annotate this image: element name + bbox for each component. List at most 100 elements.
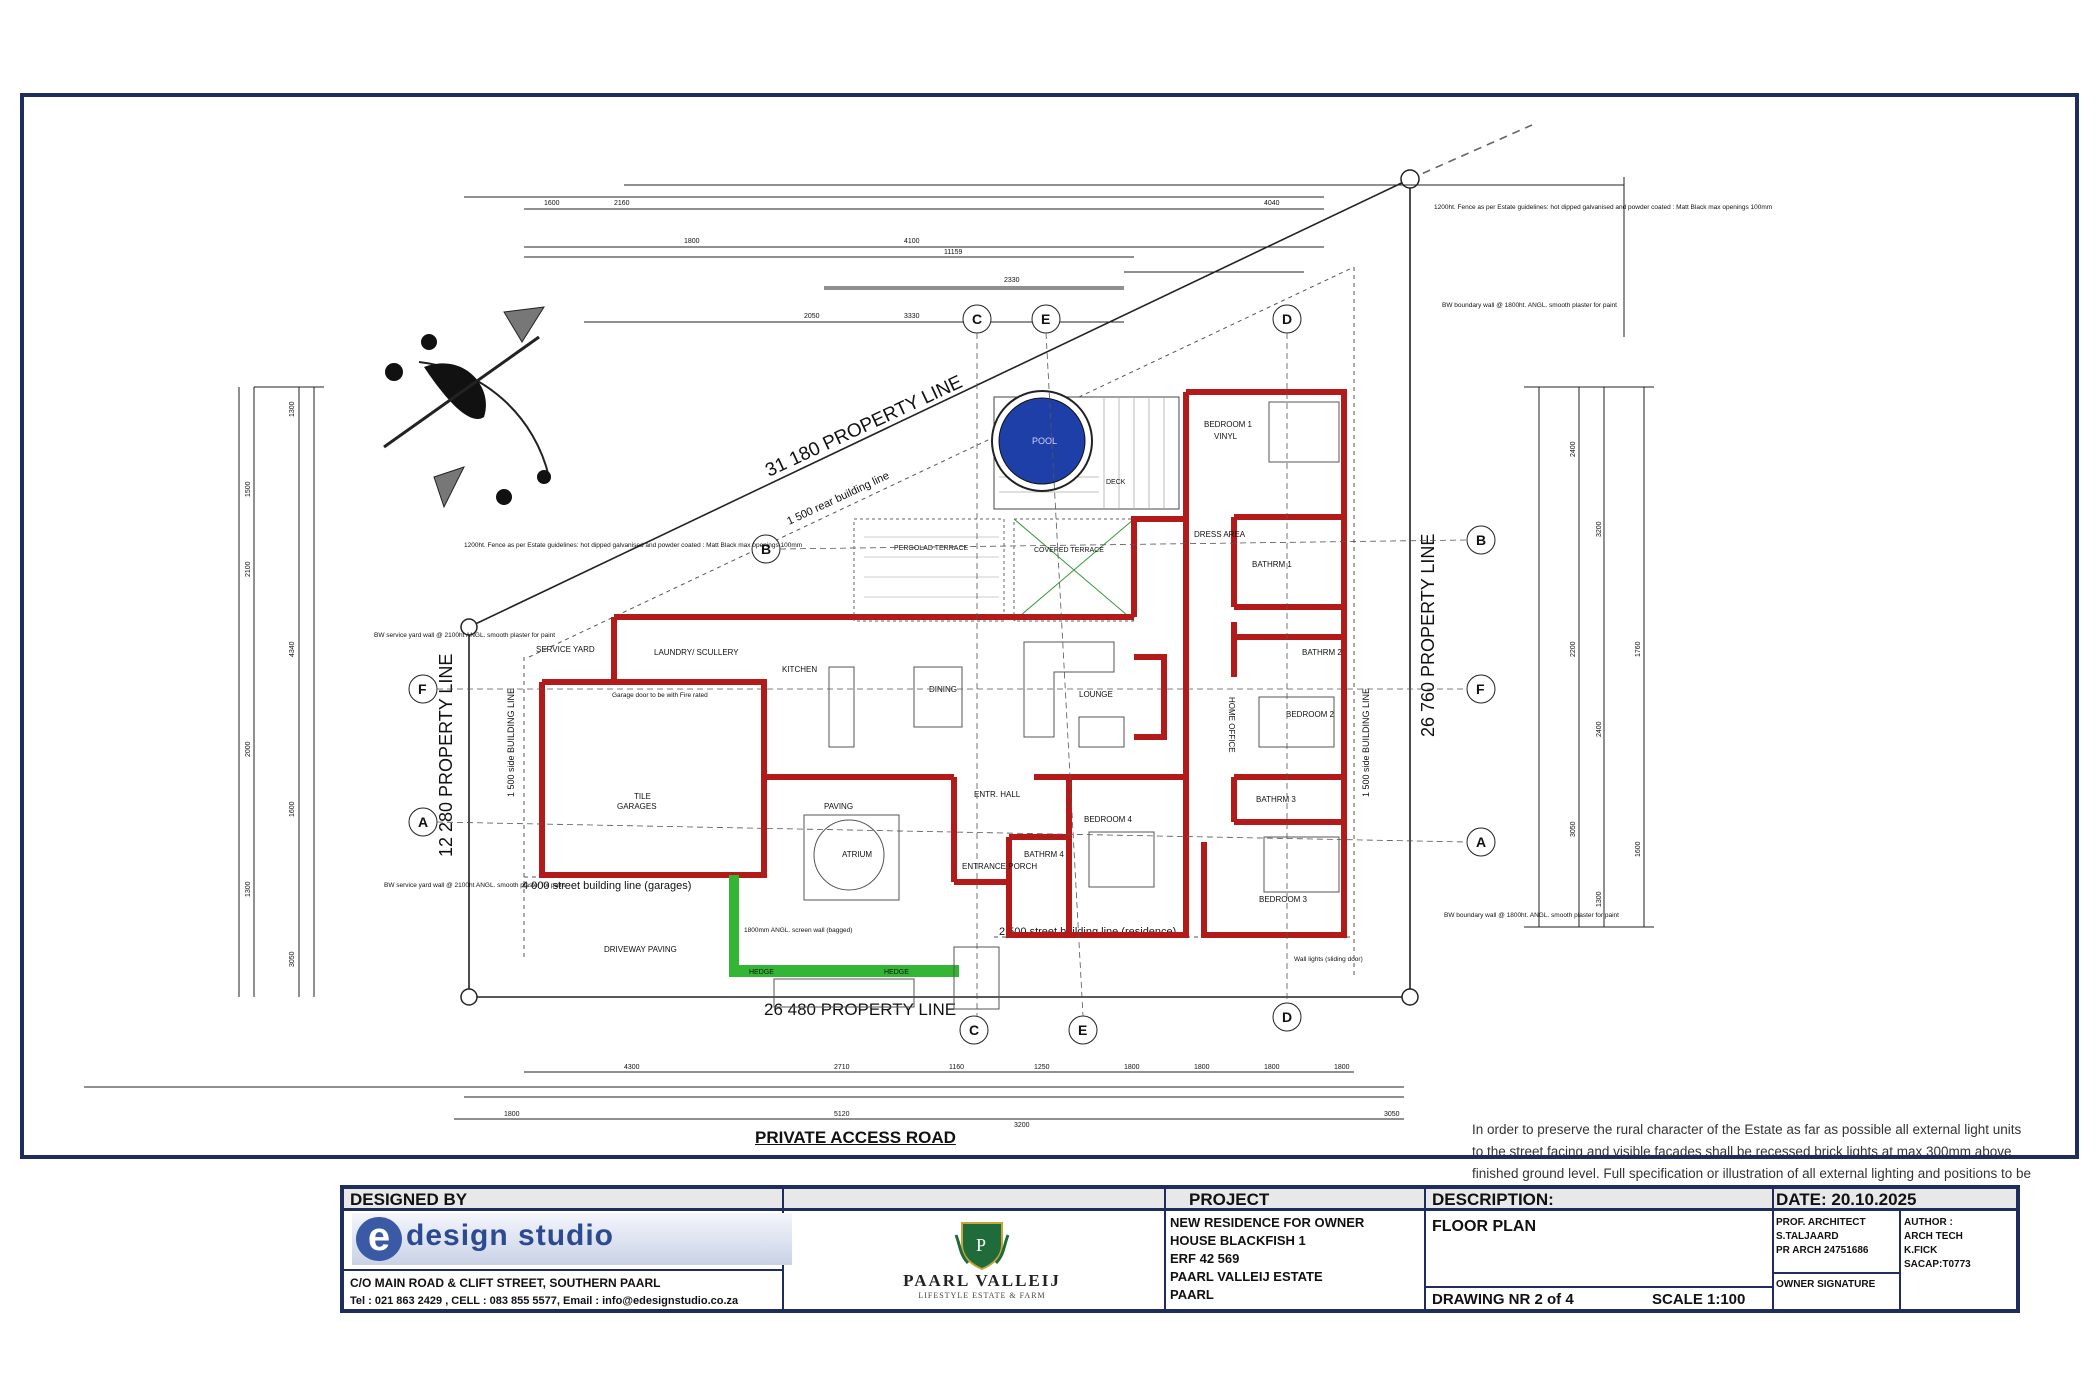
- designed-by-label: DESIGNED BY: [350, 1190, 468, 1209]
- sun-path-diagram: [383, 306, 551, 509]
- private-access-road-label: PRIVATE ACCESS ROAD: [755, 1128, 956, 1147]
- svg-text:P: P: [976, 1235, 986, 1255]
- estate-logo-sub: LIFESTYLE ESTATE & FARM: [918, 1291, 1046, 1300]
- dim-right-6: 1600: [1635, 841, 1642, 857]
- date-label: DATE: 20.10.2025: [1776, 1190, 1917, 1209]
- designer-contact: Tel : 021 863 2429 , CELL : 083 855 5577…: [350, 1295, 739, 1307]
- dim-bot-4: 1160: [949, 1064, 964, 1071]
- home-office-label: HOME OFFICE: [1227, 697, 1236, 753]
- dim-bot-9: 1800: [1334, 1064, 1350, 1071]
- dim-bot-2: 5120: [834, 1111, 850, 1118]
- grid-marker-e-top: E: [1041, 311, 1050, 327]
- bedroom3-label: BEDROOM 3: [1259, 895, 1308, 904]
- side-building-line-left: 1 500 side BUILDING LINE: [506, 688, 516, 797]
- dim-left-2: 2100: [245, 561, 252, 577]
- dim-right-3: 2200: [1570, 641, 1577, 657]
- walls: [539, 389, 1347, 938]
- dimensions-top: 1600 2160 1800 4100 11159 2330 3330 2050…: [544, 200, 1280, 320]
- designer-address: C/O MAIN ROAD & CLIFT STREET, SOUTHERN P…: [350, 1276, 661, 1290]
- dress-label: DRESS AREA: [1194, 530, 1246, 539]
- hedge-label-1: HEDGE: [749, 969, 774, 976]
- project-line-3: ERF 42 569: [1170, 1251, 1240, 1266]
- dim-left-0: 1300: [289, 401, 296, 417]
- dimensions-left: 1300 1500 2100 4340 2000 1600 1300 3050: [245, 401, 296, 967]
- dim-left-7: 3050: [289, 951, 296, 967]
- designer-logo-bar: [352, 1213, 792, 1265]
- bedroom1-finish: VINYL: [1214, 432, 1238, 441]
- prof-architect-name: S.TALJAARD: [1776, 1231, 1839, 1242]
- dim-bot-11: 3050: [1384, 1111, 1400, 1118]
- garages-finish: TILE: [634, 792, 651, 801]
- service-yard-label: SERVICE YARD: [536, 645, 595, 654]
- paving-label: PAVING: [824, 802, 853, 811]
- note-right-boundary-2: BW boundary wall @ 1800ht. ANGL. smooth …: [1444, 912, 1619, 919]
- note-right-boundary: BW boundary wall @ 1800ht. ANGL. smooth …: [1442, 302, 1617, 309]
- title-block-header: [344, 1189, 2016, 1211]
- property-line-left: 12 280 PROPERTY LINE: [436, 654, 456, 857]
- entr-hall-label: ENTR. HALL: [974, 790, 1021, 799]
- dim-left-5: 1600: [289, 801, 296, 817]
- author-role: ARCH TECH: [1904, 1231, 1963, 1242]
- owner-signature-label: OWNER SIGNATURE: [1776, 1279, 1876, 1290]
- designer-logo-icon: e: [356, 1217, 402, 1261]
- bathroom4-label: BATHRM 4: [1024, 850, 1064, 859]
- dim-top-5: 2330: [1004, 277, 1020, 284]
- dim-top-4: 11159: [944, 249, 963, 256]
- note-top-fence: 1200ht. Fence as per Estate guidelines: …: [1434, 204, 1772, 211]
- dimensions-bottom: 1800 4300 5120 2710 1160 1250 1800 1800 …: [504, 1064, 1400, 1129]
- dim-bot-7: 1800: [1194, 1064, 1210, 1071]
- drawing-number: DRAWING NR 2 of 4: [1432, 1291, 1574, 1308]
- hedge-label-2: HEDGE: [884, 969, 909, 976]
- dimensions-right: 2400 3200 1760 2200 2400 3050 1600 1300: [1570, 441, 1642, 907]
- atrium-label: ATRIUM: [842, 850, 872, 859]
- bedroom1-label: BEDROOM 1: [1204, 420, 1253, 429]
- dim-top-3: 4100: [904, 238, 920, 245]
- grid-marker-b-left: B: [761, 541, 771, 557]
- author-label: AUTHOR :: [1904, 1217, 1953, 1228]
- dim-top-6: 3330: [904, 313, 920, 320]
- dim-top-7: 2050: [804, 313, 820, 320]
- entrance-porch-label: ENTRANCE PORCH: [962, 862, 1037, 871]
- note-left-fence: 1200ht. Fence as per Estate guidelines: …: [464, 542, 802, 549]
- property-line-right: 26 760 PROPERTY LINE: [1418, 534, 1438, 737]
- author-name: K.FICK: [1904, 1245, 1938, 1256]
- estate-logo: P PAARL VALLEIJ LIFESTYLE ESTATE & FARM: [884, 1211, 1080, 1311]
- floor-plan-drawing: 31 180 PROPERTY LINE 12 280 PROPERTY LIN…: [84, 124, 1772, 1129]
- kitchen-label: KITCHEN: [782, 665, 817, 674]
- bathroom3-label: BATHRM 3: [1256, 795, 1296, 804]
- property-line-bottom: 26 480 PROPERTY LINE: [764, 1000, 956, 1019]
- dim-bot-5: 1250: [1034, 1064, 1050, 1071]
- street-building-line-garage: 4 000 street building line (garages): [522, 880, 691, 892]
- dim-left-3: 4340: [289, 641, 296, 657]
- dim-left-6: 1300: [245, 881, 252, 897]
- pergolad-terrace-label: PERGOLAD TERRACE: [894, 545, 968, 552]
- author-reg: SACAP:T0773: [1904, 1259, 1971, 1270]
- title-block: DESIGNED BY PROJECT DESCRIPTION: DATE: 2…: [340, 1185, 2020, 1313]
- drawing-scale: SCALE 1:100: [1652, 1291, 1746, 1308]
- grid-marker-f-left: F: [418, 681, 427, 697]
- prof-architect-title: PROF. ARCHITECT: [1776, 1217, 1866, 1228]
- grid-markers: [408, 304, 1496, 1045]
- dining-label: DINING: [929, 685, 957, 694]
- dim-top-2: 1800: [684, 238, 700, 245]
- grid-marker-e-bottom: E: [1078, 1022, 1087, 1038]
- project-line-4: PAARL VALLEIJ ESTATE: [1170, 1269, 1323, 1284]
- note-left-yard-wall: BW service yard wall @ 2100ht ANGL. smoo…: [374, 632, 555, 639]
- designer-name: design studio: [406, 1219, 614, 1252]
- grid-marker-c-bottom: C: [969, 1022, 979, 1038]
- project-line-1: NEW RESIDENCE FOR OWNER: [1170, 1215, 1365, 1230]
- grid-marker-c-top: C: [972, 311, 982, 327]
- description-value: FLOOR PLAN: [1432, 1218, 1536, 1235]
- dim-bot-8: 1800: [1264, 1064, 1280, 1071]
- grid-marker-b-right: B: [1476, 532, 1486, 548]
- dim-right-7: 1300: [1596, 891, 1603, 907]
- grid-marker-a-left: A: [418, 814, 428, 830]
- estate-crest-icon: P: [954, 1222, 1010, 1271]
- note-left-yard-wall-2: BW service yard wall @ 2100ht ANGL. smoo…: [384, 882, 565, 889]
- dim-right-1: 3200: [1596, 521, 1603, 537]
- bedroom2-label: BEDROOM 2: [1286, 710, 1335, 719]
- drawing-sheet: 31 180 PROPERTY LINE 12 280 PROPERTY LIN…: [20, 93, 2079, 1203]
- grid-marker-d-bottom: D: [1282, 1009, 1292, 1025]
- bathroom1-label: BATHRM 1: [1252, 560, 1292, 569]
- note-garage-door: Garage door to be with Fire rated: [612, 692, 708, 699]
